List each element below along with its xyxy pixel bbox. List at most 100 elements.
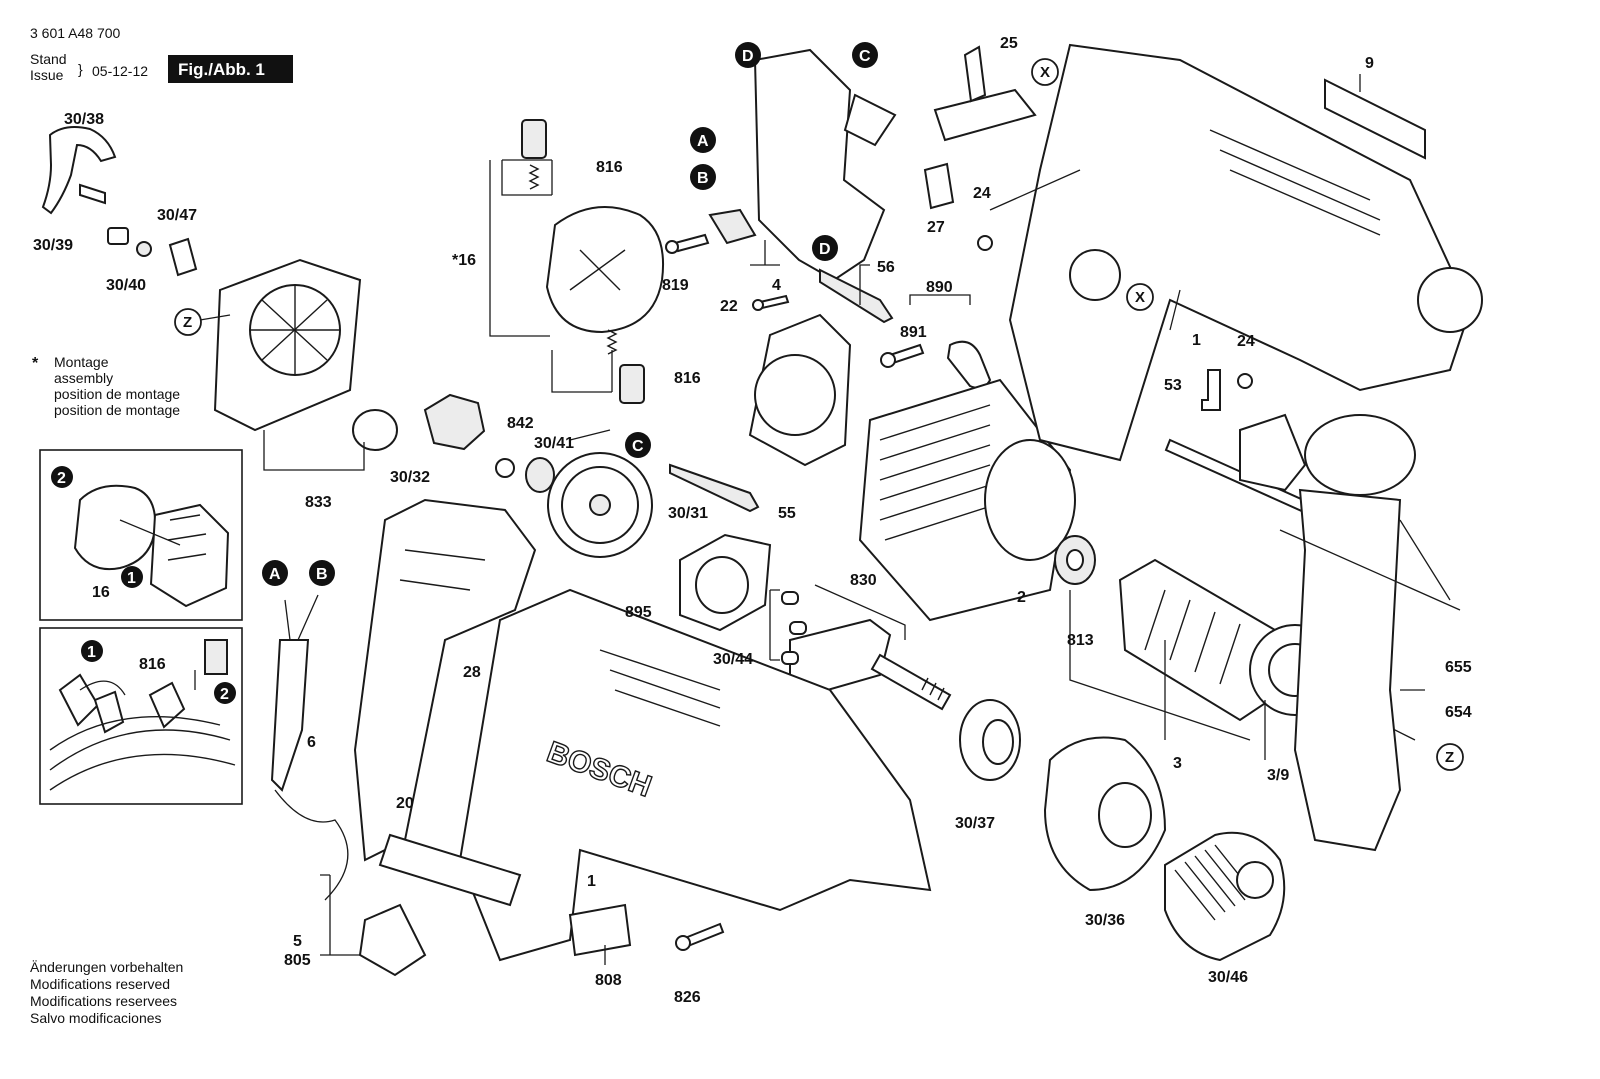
callout-x-housing-text: X <box>1135 289 1145 306</box>
part-805-plug <box>358 903 427 977</box>
brace-icon: } <box>78 61 83 77</box>
callout-c-wire <box>625 432 651 458</box>
stand-label: Stand <box>30 51 67 67</box>
callout-a-cable <box>262 560 288 586</box>
footer-line-1: Änderungen vorbehalten <box>30 959 183 975</box>
part-816-brush-top <box>521 119 547 159</box>
part-808-label <box>568 903 632 957</box>
callout-x-top-text: X <box>1040 64 1050 81</box>
label-842: 842 <box>507 415 534 432</box>
label-1-main-housing: 1 <box>587 873 596 890</box>
part-813-bearing-bore <box>1066 549 1084 571</box>
label-25: 25 <box>1000 35 1018 52</box>
part-24-bottom <box>1237 373 1253 389</box>
part-2-stator <box>858 378 1072 622</box>
part-4-switch <box>753 48 886 282</box>
label-826: 826 <box>674 989 701 1006</box>
part-30-39 <box>107 227 129 245</box>
part-30-36-sleeve-bore <box>1098 782 1152 848</box>
part-55-wire <box>669 463 760 513</box>
label-53: 53 <box>1164 377 1182 394</box>
callout-a-switch <box>690 127 716 153</box>
part-1-housing-nose <box>1417 267 1483 333</box>
callout-2-inset-b <box>214 682 236 704</box>
part-1-housing-boss <box>1069 249 1121 301</box>
label-808: 808 <box>595 972 622 989</box>
part-830-spindle-shaft <box>870 653 952 711</box>
footer-line-2: Modifications reserved <box>30 976 170 992</box>
part-30-46-chuck-knurl <box>1174 844 1256 921</box>
callout-z-left-text: Z <box>183 314 192 331</box>
callout-d-top-text: D <box>742 48 754 65</box>
callout-z-left <box>174 308 202 336</box>
callout-z-right <box>1436 743 1464 771</box>
part-1-main-housing-vents <box>599 649 721 727</box>
label-6: 6 <box>307 734 316 751</box>
part-30-32-bearing <box>352 409 398 451</box>
part-bearing-seat <box>423 393 486 451</box>
label-654: 654 <box>1445 704 1472 721</box>
label-816-inset: 816 <box>139 656 166 673</box>
inset-brush-holder <box>39 449 243 621</box>
part-655-clamp <box>1239 413 1307 492</box>
figure-label: Fig./Abb. 1 <box>178 60 265 79</box>
label-24-top: 24 <box>973 185 991 202</box>
part-27 <box>923 162 955 210</box>
label-30-40: 30/40 <box>106 277 146 294</box>
label-3: 3 <box>1173 755 1182 772</box>
label-833: 833 <box>305 494 332 511</box>
callout-1-inset-b <box>81 640 103 662</box>
label-9: 9 <box>1365 55 1374 72</box>
callout-c-top-text: C <box>859 48 871 65</box>
label-816-top: 816 <box>596 159 623 176</box>
figure-badge <box>168 55 293 83</box>
part-labels: 30/38 30/47 30/39 30/40 *16 816 816 816 … <box>33 35 1472 1006</box>
callout-d-wire-text: D <box>819 241 831 258</box>
label-28: 28 <box>463 664 481 681</box>
callout-d-wire <box>812 235 838 261</box>
label-56: 56 <box>877 259 895 276</box>
part-3-armature <box>1118 558 1277 722</box>
label-16: *16 <box>452 252 476 269</box>
callout-2-inset-b-text: 2 <box>220 686 229 703</box>
part-28-handle-ribs <box>399 549 486 591</box>
part-30-44-pin-2 <box>789 621 807 635</box>
part-28-handle-cover <box>353 498 537 862</box>
asterisk-mark: * <box>32 355 39 372</box>
callout-2-inset-a-text: 2 <box>57 470 66 487</box>
callout-z-right-text: Z <box>1445 749 1454 766</box>
part-number: 3 601 A48 700 <box>30 25 121 41</box>
part-654-handle-ring <box>1304 414 1416 496</box>
label-813: 813 <box>1067 632 1094 649</box>
label-24-bottom: 24 <box>1237 333 1255 350</box>
callout-b-cable <box>309 560 335 586</box>
label-30-32: 30/32 <box>390 469 430 486</box>
label-2: 2 <box>1017 589 1026 606</box>
callout-c-wire-text: C <box>632 438 644 455</box>
part-9-plate <box>1324 78 1426 160</box>
label-20: 20 <box>396 795 414 812</box>
label-895: 895 <box>625 604 652 621</box>
footer-line-4: Salvo modificaciones <box>30 1010 162 1026</box>
part-895-ring-bore <box>695 556 749 614</box>
part-3-armature-windings <box>1144 589 1241 685</box>
label-55: 55 <box>778 505 796 522</box>
part-30-31-gear-bore <box>589 494 611 516</box>
callout-2-inset-a <box>51 466 73 488</box>
part-24-top <box>977 235 993 251</box>
label-30-41: 30/41 <box>534 435 574 452</box>
part-819-screw-head <box>665 240 679 254</box>
part-2-stator-bore <box>984 439 1076 561</box>
note-line-3: position de montage <box>54 386 180 402</box>
note-line-2: assembly <box>54 370 113 386</box>
note-line-4: position de montage <box>54 402 180 418</box>
leader-lines <box>199 74 1451 965</box>
label-890: 890 <box>926 279 953 296</box>
label-30-46: 30/46 <box>1208 969 1248 986</box>
callout-1-inset-a <box>121 566 143 588</box>
part-brush-holder-ring-bore <box>754 354 836 436</box>
label-27: 27 <box>927 219 945 236</box>
part-25-fork <box>963 45 987 103</box>
label-30-39: 30/39 <box>33 237 73 254</box>
label-30-36: 30/36 <box>1085 912 1125 929</box>
